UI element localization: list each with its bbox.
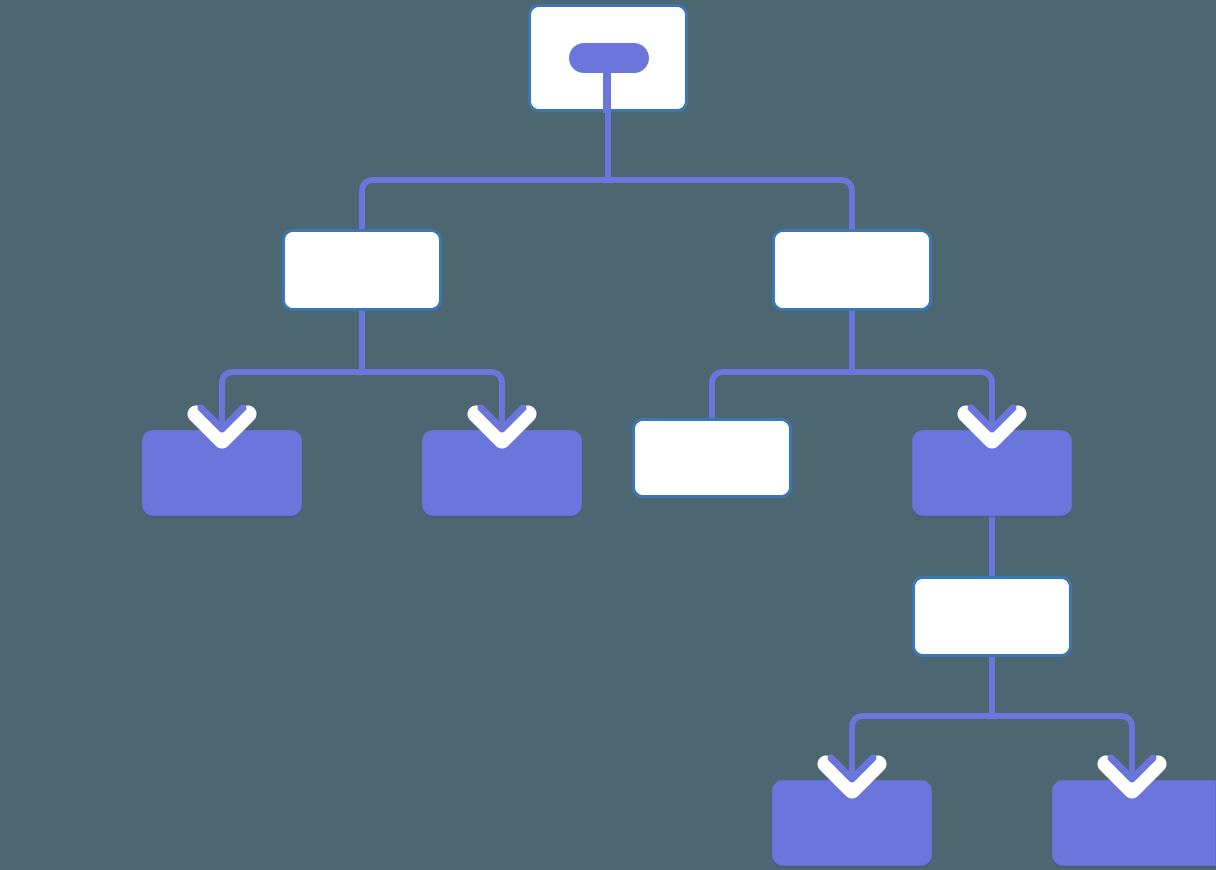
node-sub-branch[interactable] (912, 576, 1072, 657)
node-leaf-4[interactable] (772, 780, 932, 866)
node-leaf-3[interactable] (632, 418, 792, 498)
node-leaf-2[interactable] (422, 430, 582, 516)
node-leaf-5[interactable] (1052, 780, 1216, 866)
node-branch-right[interactable] (772, 229, 932, 311)
edge-right-child (852, 369, 995, 432)
edge-root-left (359, 177, 608, 340)
edge-left-leaf2 (362, 369, 505, 432)
edge-left-leaf1 (219, 369, 362, 432)
edge-sub-leaf4 (849, 713, 992, 782)
root-stem-shape (603, 69, 611, 113)
node-leaf-1[interactable] (142, 430, 302, 516)
edge-root-right (608, 177, 855, 340)
node-root[interactable] (528, 4, 688, 113)
edge-right-leaf3 (709, 369, 852, 420)
edge-sub-leaf5 (992, 713, 1135, 782)
node-branch-left[interactable] (282, 229, 442, 311)
root-pill-shape (569, 43, 649, 73)
node-branch-right-child[interactable] (912, 430, 1072, 516)
